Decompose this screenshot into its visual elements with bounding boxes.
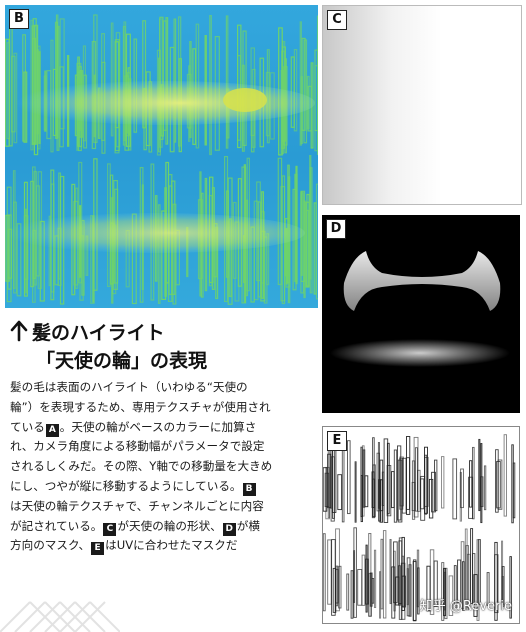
watermark: 知乎 @Reverie bbox=[419, 599, 512, 614]
horizontal-mask-shape bbox=[330, 251, 510, 367]
body-line: は天使の輪テクスチャで、チャンネルごとに内容 bbox=[10, 498, 264, 513]
arrow-up-icon bbox=[10, 320, 28, 342]
ref-badge-c: C bbox=[103, 522, 117, 536]
ref-badge-a: A bbox=[45, 423, 59, 437]
panel-label-d: D bbox=[326, 219, 346, 239]
texture-panel-d: D bbox=[322, 215, 520, 413]
panel-label-b: B bbox=[9, 9, 29, 29]
body-line: 輪”）を表現するため、専用テクスチャが使用され bbox=[10, 399, 271, 414]
angel-ring-color-texture bbox=[5, 5, 318, 308]
body-line: にし、つやが縦に移動するようにしている。B bbox=[10, 477, 316, 497]
heading-line-2: 「天使の輪」の表現 bbox=[36, 350, 208, 372]
texture-panel-b: B bbox=[5, 5, 318, 308]
texture-panel-c: C bbox=[322, 5, 522, 205]
panel-label-c: C bbox=[327, 10, 347, 30]
panel-label-e: E bbox=[327, 431, 347, 451]
ref-badge-d: D bbox=[222, 522, 236, 536]
uv-mask-texture bbox=[323, 434, 516, 622]
texture-panel-e: E bbox=[322, 426, 520, 624]
body-line: されるしくみだ。その際、Y軸での移動量を大きめ bbox=[10, 459, 273, 474]
body-line: れ、カメラ角度による移動幅がパラメータで設定 bbox=[10, 439, 265, 454]
body-text: 髪の毛は表面のハイライト（いわゆる“天使の 輪”）を表現するため、専用テクスチャ… bbox=[10, 378, 316, 556]
ref-badge-b: B bbox=[242, 482, 256, 496]
body-line: 髪の毛は表面のハイライト（いわゆる“天使の bbox=[10, 380, 248, 394]
decorative-lattice bbox=[0, 601, 120, 632]
ref-badge-e: E bbox=[91, 542, 105, 556]
heading-line-1: 髪のハイライト bbox=[32, 322, 165, 344]
